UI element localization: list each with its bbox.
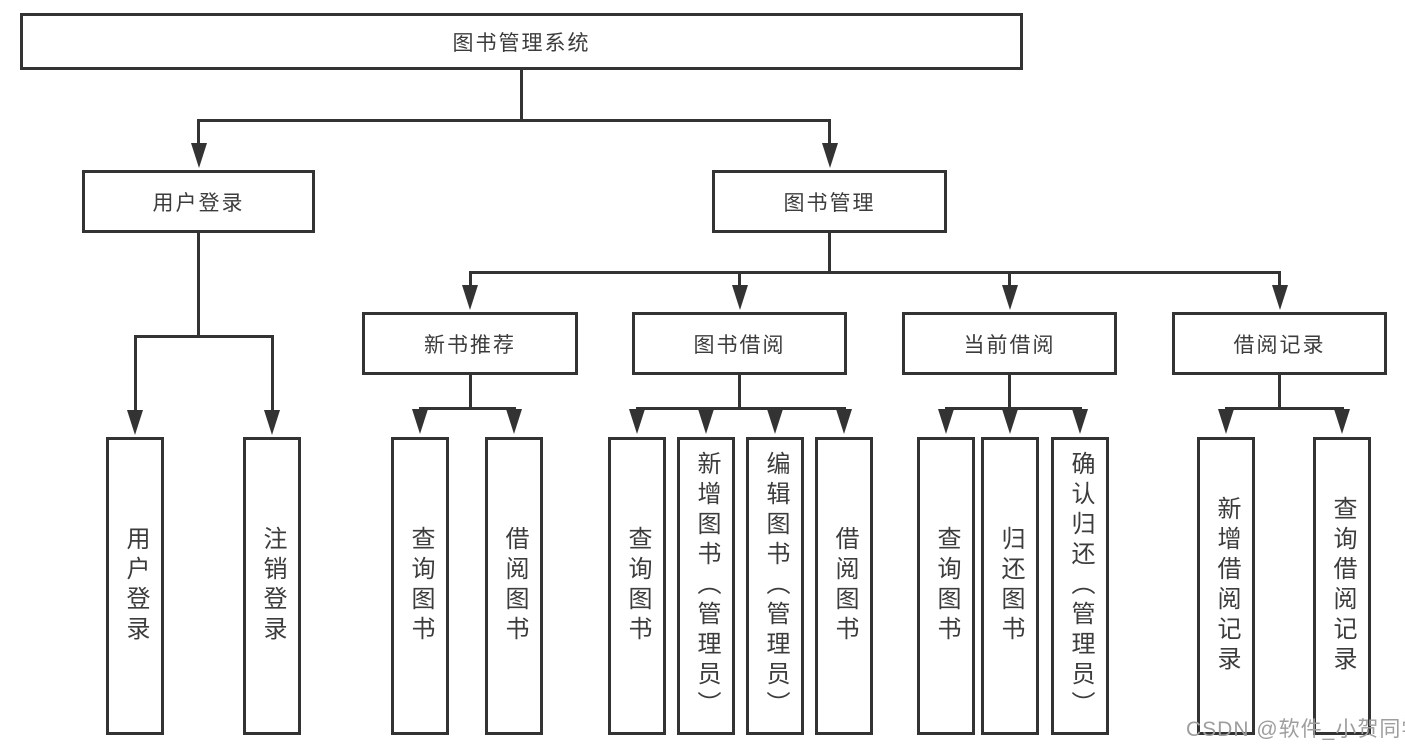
arrow-down-icon <box>264 410 280 435</box>
node-leaf-logout: 注销登录 <box>243 437 301 735</box>
node-current-borrow: 当前借阅 <box>902 312 1117 375</box>
leaf-label: 归还图书 <box>997 526 1024 646</box>
node-root: 图书管理系统 <box>20 13 1023 70</box>
leaf-label: 查询图书 <box>624 526 651 646</box>
arrow-down-icon <box>821 143 838 168</box>
arrow-down-icon <box>1271 285 1288 310</box>
leaf-label: 用户登录 <box>122 526 149 646</box>
arrow-down-icon <box>127 410 143 435</box>
node-user-login: 用户登录 <box>82 170 315 233</box>
connector-book-borrow-crossbar <box>635 407 846 410</box>
node-leaf-borrow-books-recommend: 借阅图书 <box>485 437 543 735</box>
leaf-label: 新增图书（管理员） <box>693 451 720 721</box>
watermark: CSDN @软件_小贺同学 <box>1186 718 1405 741</box>
node-leaf-edit-books-admin: 编辑图书（管理员） <box>746 437 804 735</box>
node-leaf-confirm-return-admin: 确认归还（管理员） <box>1051 437 1109 735</box>
node-current-borrow-label: 当前借阅 <box>963 333 1056 357</box>
arrow-down-icon <box>629 409 645 434</box>
connector-drop-borrow-record <box>1278 271 1281 287</box>
node-borrow-record: 借阅记录 <box>1172 312 1387 375</box>
node-leaf-query-books-borrow: 查询图书 <box>608 437 666 735</box>
leaf-label: 借阅图书 <box>501 526 528 646</box>
node-book-borrow: 图书借阅 <box>632 312 847 375</box>
arrow-down-icon <box>1072 409 1088 434</box>
arrow-down-icon <box>506 409 522 434</box>
arrow-down-icon <box>698 409 714 434</box>
node-leaf-return-books: 归还图书 <box>981 437 1039 735</box>
leaf-label: 注销登录 <box>259 526 286 646</box>
leaf-label: 新增借阅记录 <box>1213 496 1240 676</box>
node-leaf-query-books-current: 查询图书 <box>917 437 975 735</box>
arrow-down-icon <box>767 409 783 434</box>
arrow-down-icon <box>836 409 852 434</box>
connector-drop-user-login <box>197 119 200 146</box>
connector-drop-current-borrow <box>1008 271 1011 287</box>
node-leaf-add-borrow-record: 新增借阅记录 <box>1197 437 1255 735</box>
connector-root-trunk <box>520 70 523 120</box>
connector-new-book-crossbar <box>418 407 516 410</box>
connector-drop-book-management <box>828 119 831 146</box>
node-new-book-recommend: 新书推荐 <box>362 312 578 375</box>
connector-current-borrow-trunk <box>1008 374 1011 410</box>
connector-current-borrow-crossbar <box>944 407 1082 410</box>
node-leaf-user-login: 用户登录 <box>106 437 164 735</box>
arrow-down-icon <box>190 143 207 168</box>
arrow-down-icon <box>1001 285 1018 310</box>
node-leaf-borrow-books: 借阅图书 <box>815 437 873 735</box>
connector-drop-book-borrow <box>738 271 741 287</box>
node-book-management: 图书管理 <box>712 170 947 233</box>
node-leaf-query-borrow-record: 查询借阅记录 <box>1313 437 1371 735</box>
node-user-login-label: 用户登录 <box>152 191 245 215</box>
arrow-down-icon <box>938 409 954 434</box>
connector-user-login-crossbar <box>133 335 274 338</box>
connector-borrow-record-trunk <box>1278 374 1281 410</box>
node-leaf-query-books-recommend: 查询图书 <box>391 437 449 735</box>
arrow-down-icon <box>1218 409 1234 434</box>
node-book-borrow-label: 图书借阅 <box>693 333 786 357</box>
leaf-label: 查询图书 <box>933 526 960 646</box>
arrow-down-icon <box>462 285 478 310</box>
arrow-down-icon <box>412 409 428 434</box>
arrow-down-icon <box>731 285 748 310</box>
connector-user-login-trunk <box>197 232 200 336</box>
leaf-label: 确认归还（管理员） <box>1067 451 1094 721</box>
leaf-label: 借阅图书 <box>831 526 858 646</box>
node-root-label: 图书管理系统 <box>452 31 591 55</box>
leaf-label: 查询借阅记录 <box>1329 496 1356 676</box>
connector-new-book-trunk <box>468 374 472 410</box>
connector-book-management-trunk <box>828 232 831 273</box>
connector-book-borrow-trunk <box>738 374 741 410</box>
connector-drop-new-book <box>468 271 472 287</box>
connector-drop-leaf <box>270 335 274 413</box>
node-new-book-recommend-label: 新书推荐 <box>424 333 516 357</box>
arrow-down-icon <box>1334 409 1350 434</box>
connector-drop-leaf <box>133 335 137 413</box>
node-leaf-add-books-admin: 新增图书（管理员） <box>677 437 735 735</box>
connector-book-management-crossbar <box>468 271 1281 274</box>
node-borrow-record-label: 借阅记录 <box>1233 333 1326 357</box>
connector-borrow-record-crossbar <box>1224 407 1344 410</box>
connector-root-crossbar <box>197 119 831 122</box>
arrow-down-icon <box>1002 409 1018 434</box>
leaf-label: 查询图书 <box>407 526 434 646</box>
leaf-label: 编辑图书（管理员） <box>762 451 789 721</box>
node-book-management-label: 图书管理 <box>783 191 876 215</box>
